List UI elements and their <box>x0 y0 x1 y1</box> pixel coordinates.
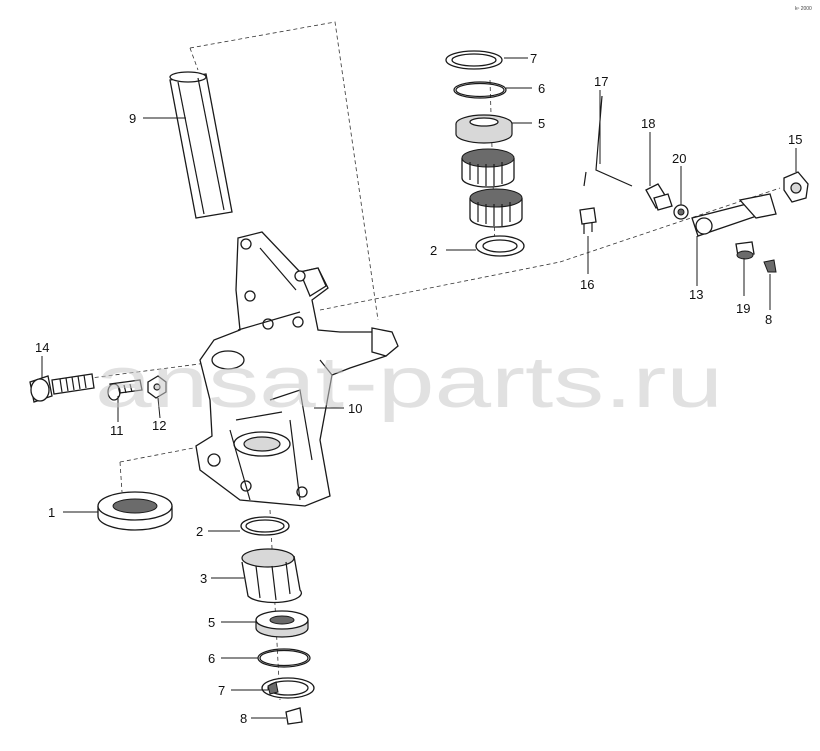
watermark: ansat-parts.ru <box>95 343 723 423</box>
callout-6-lower: 6 <box>208 651 215 666</box>
callout-7-upper: 7 <box>530 51 537 66</box>
callout-6-upper: 6 <box>538 81 545 96</box>
callout-10: 10 <box>348 401 362 416</box>
callout-16: 16 <box>580 277 594 292</box>
leader-lines <box>41 57 797 719</box>
callout-18: 18 <box>641 116 655 131</box>
callout-20: 20 <box>672 151 686 166</box>
bolt-part-11 <box>107 379 143 401</box>
lower-bearing-stack <box>97 491 315 725</box>
callout-5-lower: 5 <box>208 615 215 630</box>
callout-12: 12 <box>152 418 166 433</box>
callout-17: 17 <box>594 74 608 89</box>
callout-8-lower: 8 <box>240 711 247 726</box>
callout-9: 9 <box>129 111 136 126</box>
corner-code: kⁿ 2000 <box>795 6 812 12</box>
bolt-part-14 <box>29 373 95 403</box>
callout-3: 3 <box>200 571 207 586</box>
linkage-parts <box>579 95 809 273</box>
callout-1: 1 <box>48 505 55 520</box>
callout-13: 13 <box>689 287 703 302</box>
king-pin-part-9 <box>169 71 233 219</box>
callout-14: 14 <box>35 340 49 355</box>
steering-knuckle-part-10 <box>195 231 399 507</box>
callout-11: 11 <box>110 423 124 438</box>
callout-2-upper: 2 <box>430 243 437 258</box>
upper-bearing-stack <box>445 50 525 257</box>
callout-labels: 1 2 3 5 6 7 8 2 5 6 7 9 10 11 12 14 17 1… <box>35 51 802 726</box>
callout-5-upper: 5 <box>538 116 545 131</box>
callout-15: 15 <box>788 132 802 147</box>
callout-7-lower: 7 <box>218 683 225 698</box>
callout-2-lower: 2 <box>196 524 203 539</box>
callout-8-right: 8 <box>765 312 772 327</box>
callout-19: 19 <box>736 301 750 316</box>
nut-part-12 <box>147 375 167 399</box>
